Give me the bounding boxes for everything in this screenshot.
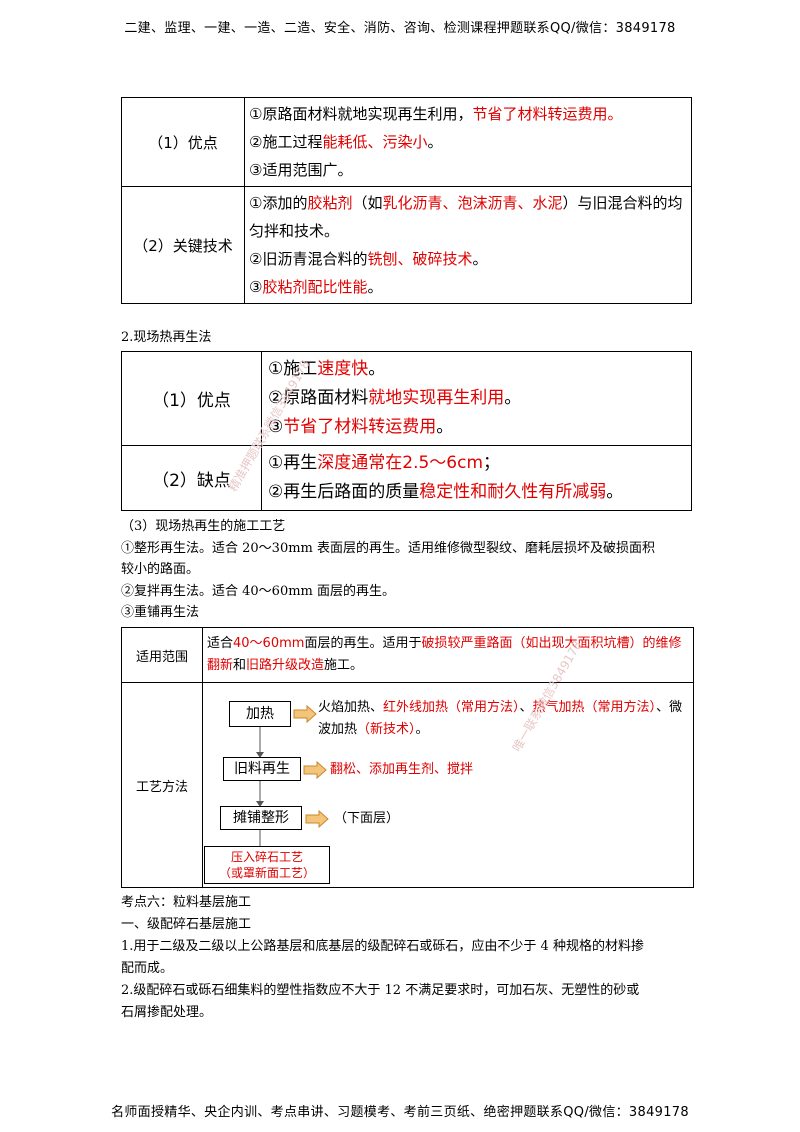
arrow-icon	[293, 704, 317, 724]
arrow-icon	[305, 809, 329, 829]
row-label-process: 工艺方法	[121, 682, 203, 888]
cold-recycling-table: （1）优点 ①原路面材料就地实现再生利用，节省了材料转运费用。 ②施工过程能耗低…	[121, 97, 692, 304]
row-content-disadvantages: ①再生深度通常在2.5～6cm； ②再生后路面的质量稳定性和耐久性有所减弱。	[261, 445, 692, 511]
paragraph-graded-2: 2.级配碎石或砾石细集料的塑性指数应不大于 12 不满足要求时，可加石灰、无塑性…	[121, 983, 640, 998]
step-paving-desc: （下面层）	[334, 811, 400, 826]
row-label-scope: 适用范围	[121, 627, 203, 683]
paragraph-process-title: （3）现场热再生的施工工艺	[121, 519, 286, 534]
step-regen-box: 旧料再生	[223, 757, 301, 781]
paragraph-reshape-cont: 较小的路面。	[121, 562, 200, 577]
paragraph-graded-1-cont: 配而成。	[121, 961, 174, 976]
paragraph-repave: ③重铺再生法	[121, 605, 200, 620]
row-content-key-tech: ①添加的胶粘剂（如乳化沥青、泡沫沥青、水泥）与旧混合料的均匀拌和技术。 ②旧沥青…	[244, 186, 692, 304]
connector-head-1	[256, 752, 264, 758]
paragraph-graded-1: 1.用于二级及二级以上公路基层和底基层的级配碎石或砾石，应由不少于 4 种规格的…	[121, 939, 644, 954]
section-title-granular: 考点六：粒料基层施工	[121, 895, 252, 910]
row-content-advantages: ①原路面材料就地实现再生利用，节省了材料转运费用。 ②施工过程能耗低、污染小。 …	[244, 97, 692, 187]
paragraph-reshape: ①整形再生法。适合 20～30mm 表面层的再生。适用维修微型裂纹、磨耗层损坏及…	[121, 541, 656, 556]
step-heating-box: 加热	[229, 701, 291, 727]
row-content-scope: 适合40～60mm面层的再生。适用于破损较严重路面（如出现大面积坑槽）的维修翻新…	[202, 627, 694, 683]
paragraph-remix: ②复拌再生法。适合 40～60mm 面层的再生。	[121, 584, 396, 599]
hot-recycling-table: （1）优点 ①施工速度快。 ②原路面材料就地实现再生利用。 ③节省了材料转运费用…	[121, 351, 692, 511]
paragraph-graded-2-cont: 石屑掺配处理。	[121, 1005, 213, 1020]
step-heating-desc: 火焰加热、红外线加热（常用方法）、热气加热（常用方法）、微波加热（新技术）。	[318, 700, 683, 737]
row-label-disadvantages: （2）缺点	[121, 445, 262, 511]
page-header: 二建、监理、一建、一造、二造、安全、消防、咨询、检测课程押题联系QQ/微信：38…	[124, 21, 676, 36]
page-footer: 名师面授精华、央企内训、考点串讲、习题模考、考前三页纸、绝密押题联系QQ/微信：…	[111, 1105, 689, 1120]
row-label-key-tech: （2）关键技术	[121, 186, 245, 304]
connector-head-2	[256, 801, 264, 807]
step-regen-desc: 翻松、添加再生剂、搅拌	[330, 762, 474, 777]
section-title-hot-recycling: 2.现场热再生法	[121, 330, 212, 345]
subsection-title-graded-gravel: 一、级配碎石基层施工	[121, 917, 252, 932]
arrow-icon	[303, 760, 327, 780]
row-content-advantages: ①施工速度快。 ②原路面材料就地实现再生利用。 ③节省了材料转运费用。	[261, 351, 692, 446]
step-chip-box: 压入碎石工艺 （或罩新面工艺）	[204, 846, 330, 884]
row-label-advantages: （1）优点	[121, 351, 262, 446]
step-paving-box: 摊铺整形	[220, 806, 302, 830]
row-label-advantages: （1）优点	[121, 97, 245, 187]
